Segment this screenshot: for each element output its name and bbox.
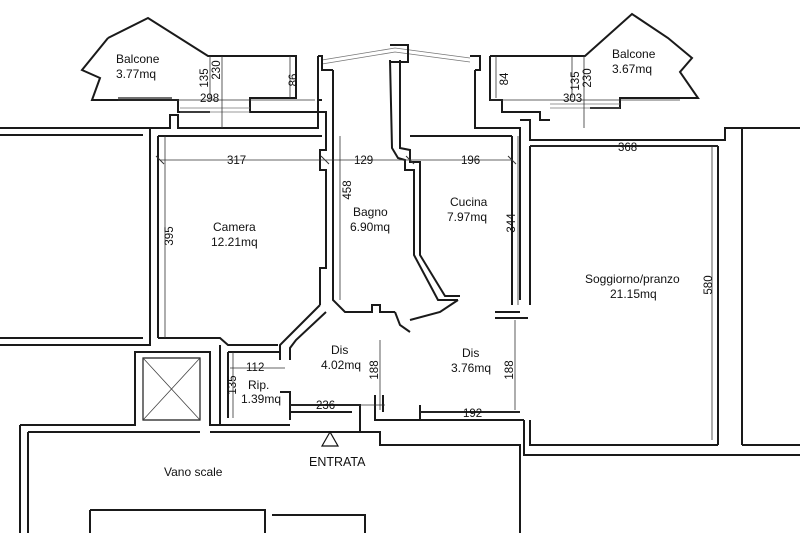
dimension-86: 86 [288,74,300,87]
walls [0,12,800,533]
dimension-298: 298 [200,93,219,105]
dimension-lines [118,56,718,440]
room-area-balcone-left: 3.77mq [116,67,156,81]
dimension-135-right: 135 [570,71,582,90]
room-name-vano-scale: Vano scale [164,465,223,479]
entrance-label: ENTRATA [309,455,366,469]
room-area-bagno: 6.90mq [350,220,390,234]
room-area-cucina: 7.97mq [447,210,487,224]
dimension-317: 317 [227,155,246,167]
dimension-580: 580 [703,275,715,294]
dimension-236: 236 [316,400,335,412]
room-name-bagno: Bagno [353,205,388,219]
room-name-balcone-left: Balcone [116,52,160,66]
dimension-395: 395 [164,226,176,245]
room-area-camera: 12.21mq [211,235,258,249]
dimension-84: 84 [499,72,511,85]
room-area-balcone-right: 3.67mq [612,62,652,76]
entrance-marker [320,430,340,447]
room-name-dis-left: Dis [331,343,348,357]
room-area-dis-left: 4.02mq [321,358,361,372]
room-area-soggiorno: 21.15mq [610,287,657,301]
dimension-344: 344 [506,213,518,233]
dimension-303: 303 [563,93,582,105]
dimension-196: 196 [461,155,480,167]
dimension-112: 112 [246,362,264,374]
room-name-cucina: Cucina [450,195,488,209]
dimension-135-left: 135 [199,68,211,87]
dimension-368: 368 [618,142,637,154]
dimension-230-left: 230 [211,60,223,79]
room-name-soggiorno: Soggiorno/pranzo [585,272,680,286]
room-area-rip: 1.39mq [241,392,281,406]
room-name-rip: Rip. [248,378,269,392]
dimension-135-rip: 135 [227,375,239,394]
dimension-230-right: 230 [582,68,594,87]
dimension-129: 129 [354,155,373,167]
room-name-dis-right: Dis [462,346,479,360]
dimension-458: 458 [342,180,354,199]
dimension-192: 192 [463,408,482,420]
room-area-dis-right: 3.76mq [451,361,491,375]
dimension-188-left: 188 [369,360,381,379]
room-name-balcone-right: Balcone [612,47,656,61]
dimension-188-right: 188 [504,360,516,379]
room-name-camera: Camera [213,220,256,234]
